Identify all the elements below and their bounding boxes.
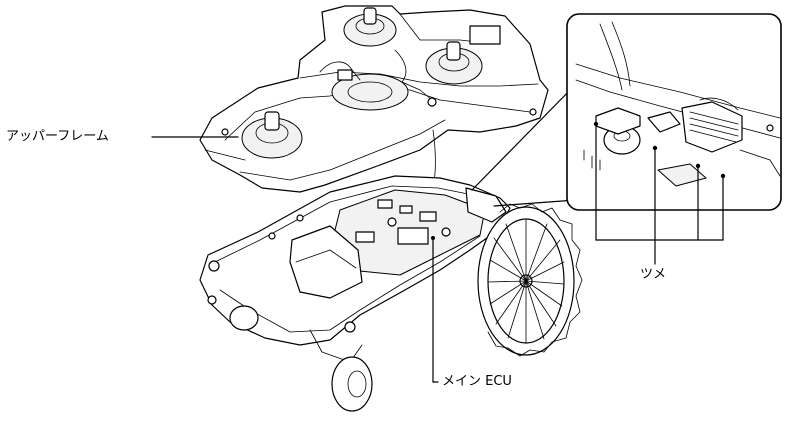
claw-detail-inset <box>566 13 782 265</box>
main-ecu-label: メイン ECU <box>442 374 512 389</box>
upper-frame-illustration <box>199 5 549 193</box>
caster-wheel-illustration <box>229 305 373 412</box>
callout-lines <box>471 83 577 207</box>
main-ecu-chassis-illustration <box>199 175 511 346</box>
upper-frame-label: アッパーフレーム <box>6 129 109 144</box>
label-leaders <box>151 136 439 383</box>
claw-label: ツメ <box>640 267 667 282</box>
wheel-illustration <box>477 203 583 357</box>
